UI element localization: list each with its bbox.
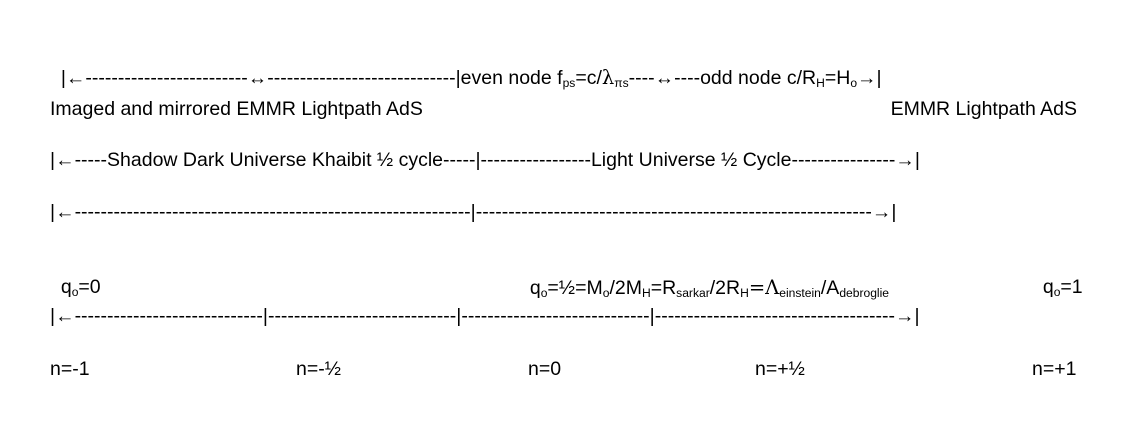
- n-zero-label: n=0: [528, 358, 562, 380]
- q-one-label: qo=1: [1042, 275, 1083, 299]
- q-zero-label: qo=0: [60, 275, 101, 299]
- full-span-line: |←--------------------------------------…: [50, 201, 897, 223]
- universe-cycle-line: |←-----Shadow Dark Universe Khaibit ½ cy…: [50, 149, 920, 171]
- left-arrow-segment: |←-------------------------↔------------…: [60, 66, 461, 89]
- end-arrow-segment: →|: [857, 66, 882, 89]
- q-half-equation: qo=½=Mo/2MH=Rsarkar/2RH=Λeinstein/Adebro…: [529, 275, 890, 300]
- odd-node-label: odd node c/RH=Ho: [700, 66, 858, 90]
- middle-arrow-segment: ----↔----: [628, 66, 701, 89]
- n-minus-one-label: n=-1: [50, 358, 90, 380]
- row-even-odd-node: |←-------------------------↔------------…: [50, 48, 882, 88]
- lambda-symbol: λ: [601, 65, 615, 89]
- n-minus-half-label: n=-½: [296, 358, 341, 380]
- n-plus-half-label: n=+½: [755, 358, 805, 380]
- n-scale-line: |←-----------------------------|--------…: [50, 305, 920, 327]
- left-lightpath-label: Imaged and mirrored EMMR Lightpath AdS: [50, 98, 423, 120]
- even-node-label: even node fps=c/λπs: [460, 65, 629, 90]
- n-plus-one-label: n=+1: [1032, 358, 1077, 380]
- right-lightpath-label: EMMR Lightpath AdS: [890, 98, 1077, 120]
